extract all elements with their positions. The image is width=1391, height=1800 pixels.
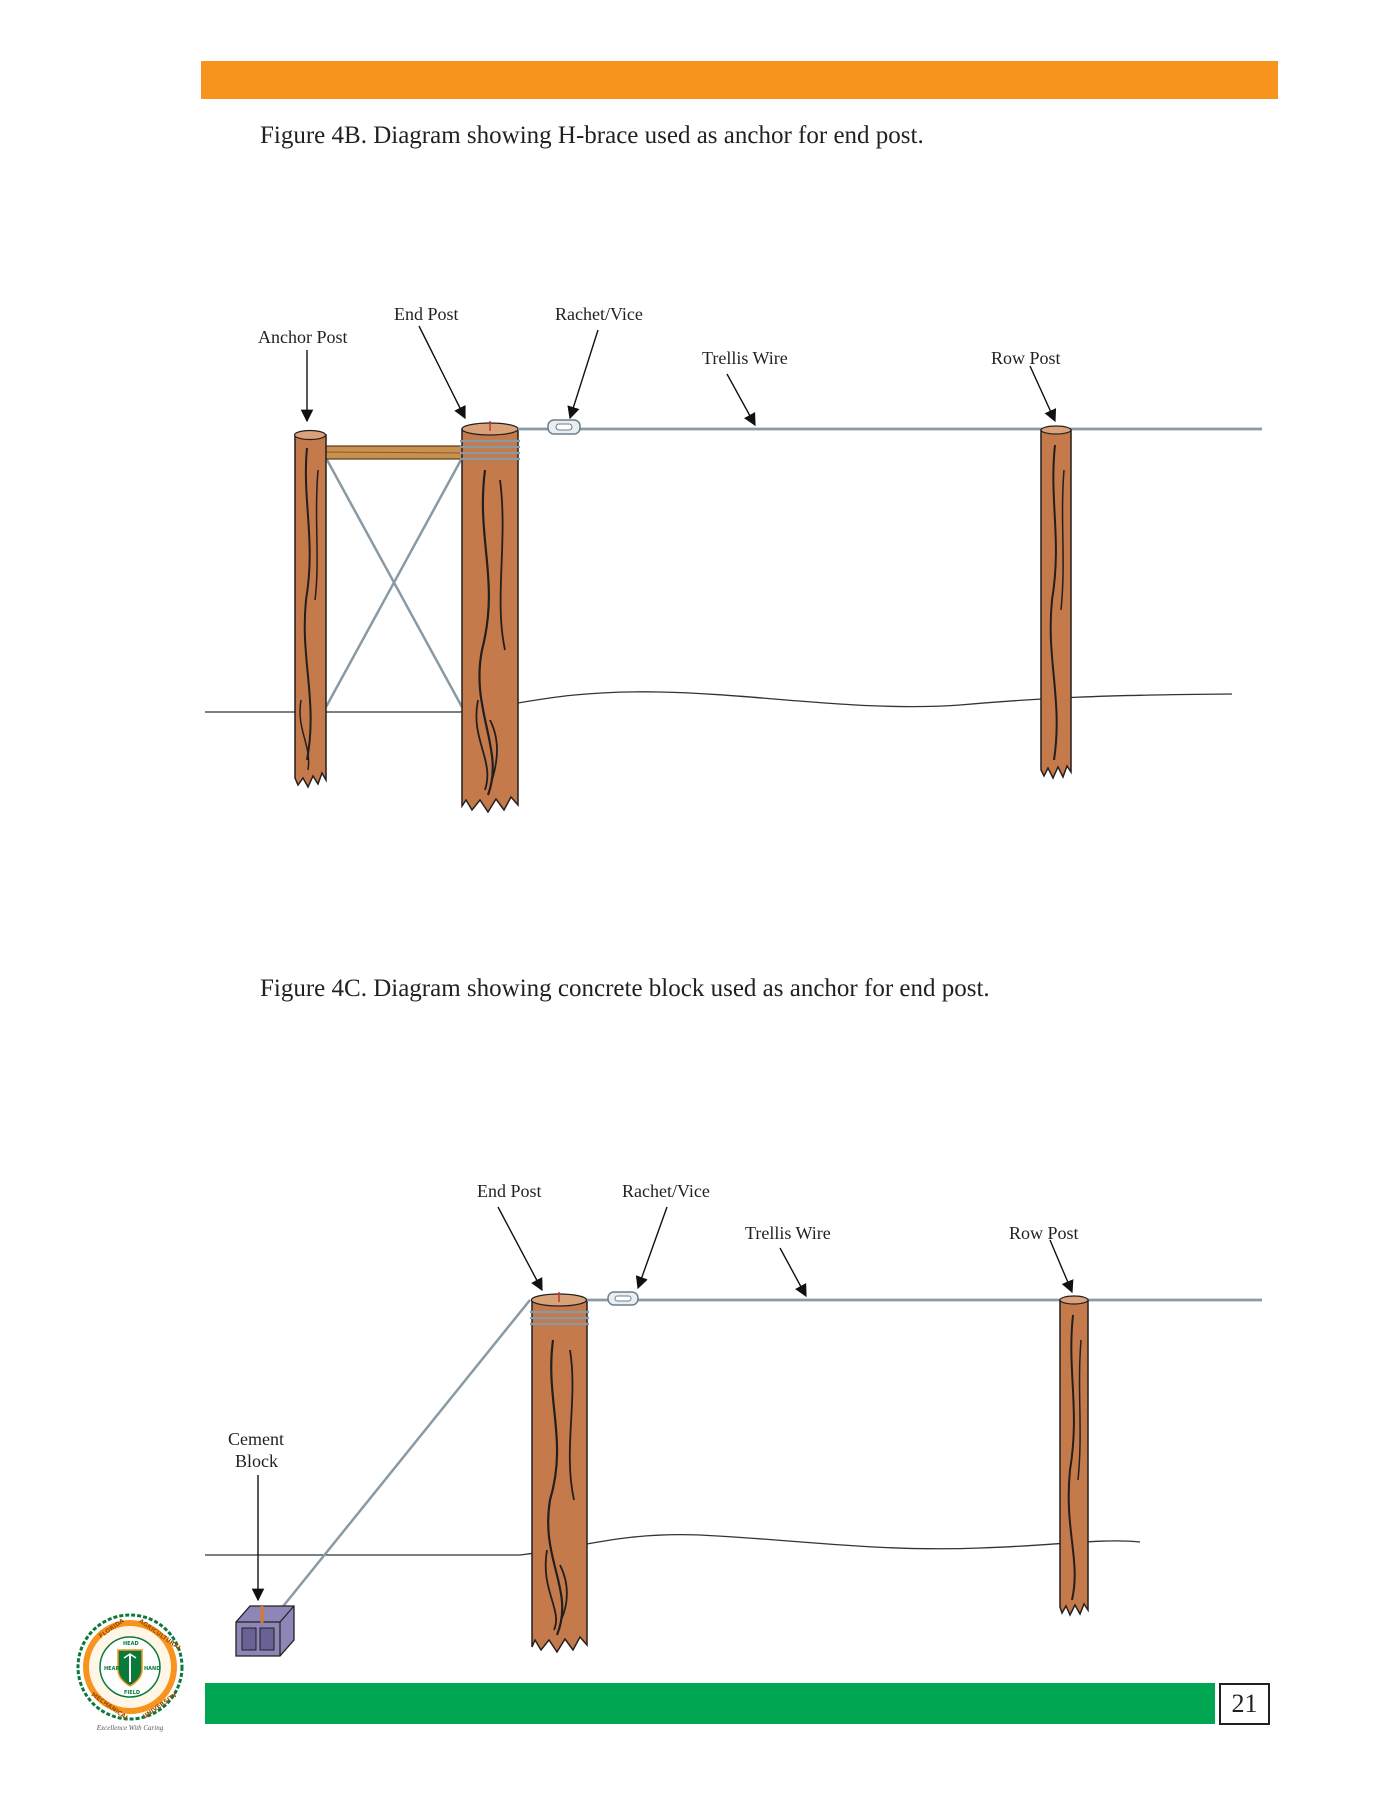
university-seal-logo: HEAD HEART HAND FIELD FLORIDA AGRICULTUR… [76, 1613, 184, 1722]
seal-text-hand: HAND [144, 1666, 160, 1672]
seal-text-head: HEAD [123, 1641, 139, 1647]
label-end-post: End Post [394, 304, 459, 324]
callout-arrows-4c [251, 1206, 1074, 1602]
figure-4c-caption: Figure 4C. Diagram showing concrete bloc… [260, 975, 990, 1002]
footer-bar [205, 1683, 1215, 1724]
header-bar [201, 61, 1278, 99]
label-rachet-vice: Rachet/Vice [555, 304, 643, 324]
label-block: Block [235, 1451, 278, 1471]
label-trellis-wire: Trellis Wire [745, 1223, 831, 1243]
label-row-post: Row Post [991, 348, 1061, 368]
rachet-vice [547, 419, 581, 435]
end-post [530, 1292, 589, 1654]
figure-4c: Cement Block End Post Rachet/Vice Trelli… [205, 1181, 1262, 1657]
ground-line [205, 691, 1233, 713]
logo-motto: Excellence With Caring [96, 1724, 164, 1732]
label-anchor-post: Anchor Post [258, 327, 348, 347]
figure-4b-caption: Figure 4B. Diagram showing H-brace used … [260, 122, 924, 149]
page-number: 21 [1219, 1683, 1270, 1725]
row-post [1040, 425, 1072, 780]
label-rachet-vice: Rachet/Vice [622, 1181, 710, 1201]
anchor-post [293, 429, 327, 789]
label-row-post: Row Post [1009, 1223, 1079, 1243]
label-trellis-wire: Trellis Wire [702, 348, 788, 368]
label-cement: Cement [228, 1429, 284, 1449]
rachet-vice [607, 1291, 639, 1306]
callout-arrows-4b [300, 325, 1057, 427]
anchor-guy-wire [267, 1299, 531, 1626]
figure-4b: Anchor Post End Post Rachet/Vice Trellis… [205, 304, 1262, 814]
seal-text-field: FIELD [124, 1690, 140, 1696]
row-post [1059, 1295, 1089, 1617]
end-post [460, 421, 520, 814]
seal-text-heart: HEART [104, 1666, 123, 1672]
cement-block [235, 1605, 295, 1657]
label-end-post: End Post [477, 1181, 542, 1201]
brace-wires [324, 457, 464, 708]
ground-line [205, 1533, 1141, 1556]
